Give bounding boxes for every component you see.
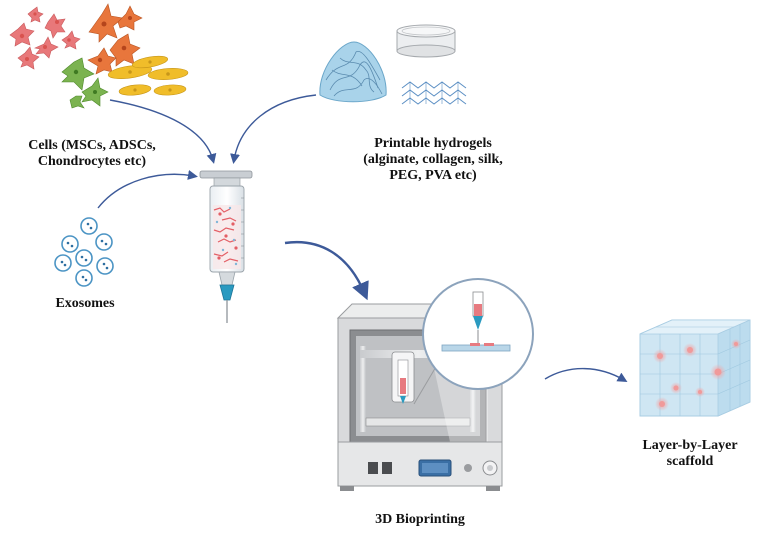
hydrogels-label-line-1: Printable hydrogels [374,136,492,151]
cells-label: Cells (MSCs, ADSCs, Chondrocytes etc) [14,138,170,170]
bioprinting-label: 3D Bioprinting [375,512,465,527]
arrow-cells-to-syringe [109,99,217,164]
petri-dish-icon [396,24,456,58]
flow-arrows [97,94,628,383]
hydrogels-label-line-2: (alginate, collagen, silk, [363,152,503,167]
arrow-printer-to-scaffold [544,367,628,383]
print-head-zoom-icon [413,278,534,405]
hydrogels-label: Printable hydrogels (alginate, collagen,… [350,136,516,184]
scaffold-cube-icon [639,319,751,417]
exosomes-label: Exosomes [55,296,115,311]
exosome-icon [54,217,114,287]
polymer-mesh-icon [401,81,467,105]
arrow-syringe-to-printer [284,240,369,301]
arrow-hydrogel-to-syringe [230,94,317,164]
arrow-exosomes-to-syringe [97,170,198,209]
hydrogel-blob-icon [319,41,387,103]
cells-label-line-1: Cells (MSCs, ADSCs, [28,138,156,153]
hydrogels-label-line-3: PEG, PVA etc) [389,168,477,183]
scaffold-label-line-1: Layer-by-Layer [642,438,738,453]
cell-cluster-icon [9,3,189,109]
scaffold-label: Layer-by-Layer scaffold [630,438,750,470]
scaffold-label-line-2: scaffold [666,454,714,469]
cells-label-line-2: Chondrocytes etc) [37,154,147,169]
syringe-icon [199,170,253,323]
